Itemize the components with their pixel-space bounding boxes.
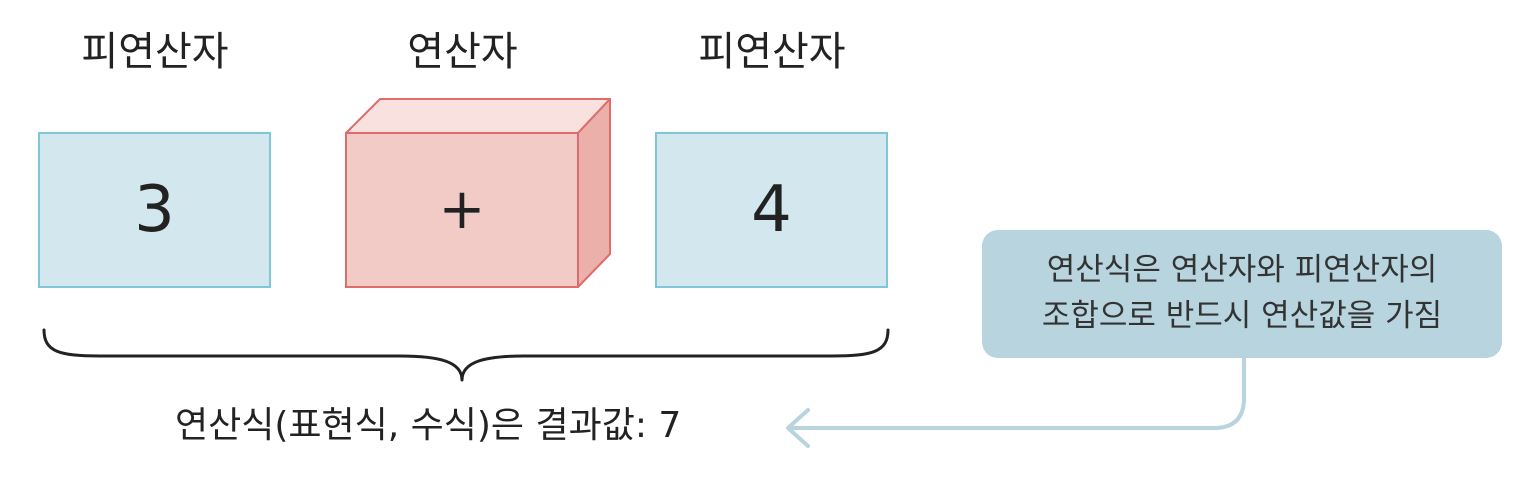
operator-cube-front <box>345 132 579 288</box>
right-operand-box: 4 <box>655 132 888 288</box>
operator-label: 연산자 <box>407 29 518 75</box>
curly-brace-icon <box>42 328 890 382</box>
note-line-1: 연산식은 연산자와 피연산자의 <box>1046 252 1438 289</box>
connector-line <box>788 356 1246 430</box>
explanation-note: 연산식은 연산자와 피연산자의 조합으로 반드시 연산값을 가짐 <box>982 230 1502 358</box>
left-operand-box: 3 <box>38 132 271 288</box>
result-text: 연산식(표현식, 수식)은 결과값: 7 <box>175 405 682 446</box>
note-line-2: 조합으로 반드시 연산값을 가짐 <box>1041 298 1443 334</box>
arrow-left-icon <box>786 408 810 448</box>
right-operand-label: 피연산자 <box>698 29 846 75</box>
left-operand-label: 피연산자 <box>81 29 229 75</box>
operator-cube <box>345 98 611 288</box>
operator-cube-top <box>345 98 611 134</box>
operator-symbol: + <box>438 177 486 242</box>
operator-cube-side <box>577 98 611 288</box>
